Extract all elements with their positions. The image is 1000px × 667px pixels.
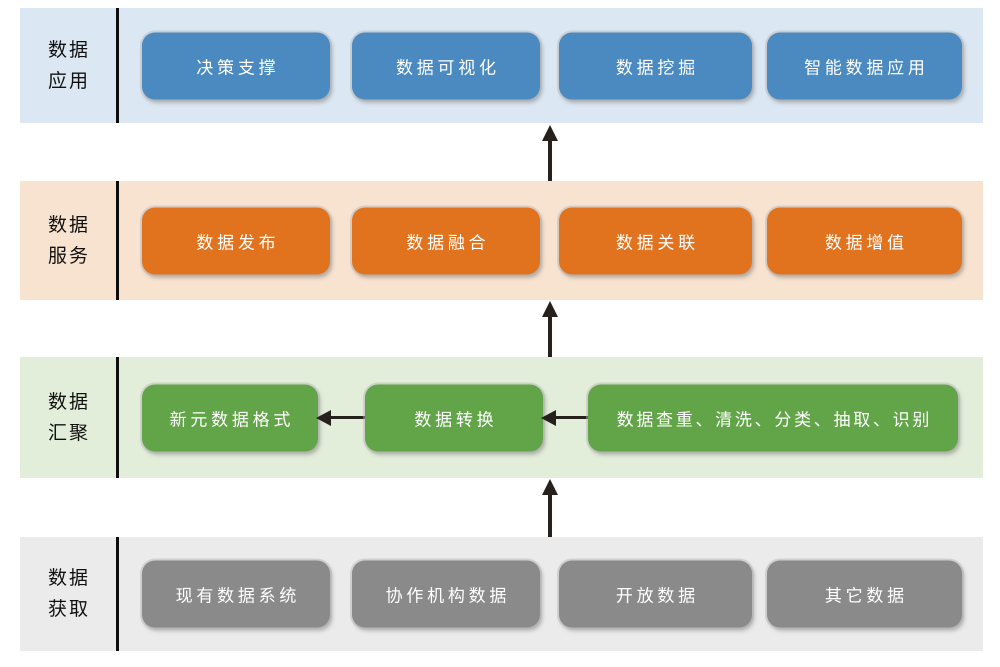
left-arrow-shaft <box>553 416 590 419</box>
label-divider-line <box>116 357 119 478</box>
node-existing-data-systems: 现有数据系统 <box>142 560 330 628</box>
label-divider-line <box>116 8 119 123</box>
label-divider-line <box>116 181 119 300</box>
layer-data-application: 数据 应用 决策支撑 数据可视化 数据挖掘 智能数据应用 <box>20 8 983 123</box>
left-arrow-icon <box>316 409 367 427</box>
node-open-data: 开放数据 <box>559 560 752 628</box>
up-arrow-head <box>542 125 558 141</box>
left-arrow-icon <box>541 409 590 427</box>
node-partner-institution-data: 协作机构数据 <box>352 560 540 628</box>
layer-hub-label: 数据 汇聚 <box>20 357 116 478</box>
left-arrow-shaft <box>328 416 367 419</box>
layer-service-label: 数据 服务 <box>20 181 116 300</box>
layer-label-line: 数据 <box>47 213 90 236</box>
node-data-dedup-clean-classify-extract-identify: 数据查重、清洗、分类、抽取、识别 <box>588 384 958 451</box>
layer-acquisition-label: 数据 获取 <box>20 537 116 651</box>
node-data-fusion: 数据融合 <box>352 207 540 274</box>
layer-data-service: 数据 服务 数据发布 数据融合 数据关联 数据增值 <box>20 181 983 300</box>
left-arrow-head <box>541 409 556 426</box>
layer-label-line: 应用 <box>47 69 90 92</box>
up-arrow-head <box>542 479 558 495</box>
layer-label-line: 数据 <box>47 38 90 61</box>
node-data-association: 数据关联 <box>559 207 752 274</box>
up-arrow-icon <box>541 125 559 181</box>
node-data-mining: 数据挖掘 <box>559 32 752 99</box>
layer-application-label: 数据 应用 <box>20 8 116 123</box>
node-other-data: 其它数据 <box>767 560 962 628</box>
up-arrow-shaft <box>548 492 552 537</box>
up-arrow-head <box>542 301 558 317</box>
up-arrow-shaft <box>548 138 552 181</box>
node-data-conversion: 数据转换 <box>365 384 543 451</box>
layer-data-acquisition: 数据 获取 现有数据系统 协作机构数据 开放数据 其它数据 <box>20 537 983 651</box>
label-divider-line <box>116 537 119 651</box>
node-data-publishing: 数据发布 <box>142 207 330 274</box>
layer-label-line: 汇聚 <box>47 421 90 444</box>
layer-label-line: 数据 <box>47 567 90 589</box>
layer-label-line: 服务 <box>47 244 90 267</box>
node-intelligent-data-application: 智能数据应用 <box>767 32 962 99</box>
up-arrow-shaft <box>548 314 552 357</box>
layer-label-line: 获取 <box>47 598 90 620</box>
node-new-metadata-format: 新元数据格式 <box>142 384 318 451</box>
up-arrow-icon <box>541 479 559 537</box>
node-data-visualization: 数据可视化 <box>352 32 540 99</box>
node-data-value-add: 数据增值 <box>767 207 962 274</box>
layer-data-hub: 数据 汇聚 新元数据格式 数据转换 数据查重、清洗、分类、抽取、识别 <box>20 357 983 478</box>
layer-label-line: 数据 <box>47 390 90 413</box>
left-arrow-head <box>316 409 331 426</box>
node-decision-support: 决策支撑 <box>142 32 330 99</box>
up-arrow-icon <box>541 301 559 357</box>
